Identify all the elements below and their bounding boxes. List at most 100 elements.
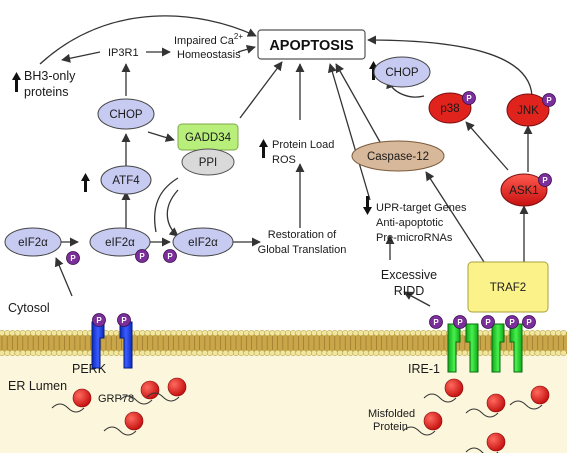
lipid-head [35,349,42,357]
lipid-head [357,329,364,337]
phospho-circle [505,315,519,329]
lipid-head [357,349,364,357]
lipid-head [378,329,385,337]
lipid-head [253,329,260,337]
lipid-head [4,349,11,357]
pre-micro-label: Pre-microRNAs [376,232,453,244]
lipid-head [560,349,567,357]
lipid-head [186,329,193,337]
lipid-head [227,349,234,357]
lipid-head [300,329,307,337]
lipid-head [144,349,151,357]
ire1-domain [491,323,505,373]
lipid-head [180,329,188,337]
lipid-head [399,329,406,337]
lipid-head [175,329,182,337]
eif2a-3-node [172,227,234,257]
lipid-head [316,349,323,357]
apoptosis-box [257,29,366,60]
lipid-head [186,349,193,357]
phospho-label: P [546,96,552,105]
lipid-head [550,329,557,337]
lipid-head [238,329,245,337]
protein-dot [444,378,464,398]
protein-dot [140,380,160,400]
lipid-head [534,329,541,337]
lipid-head [295,349,302,357]
lipid-head [336,329,344,337]
bh3-only-label-line2: proteins [24,85,68,99]
global-translation-label: Global Translation [258,244,347,256]
protein-label: Protein [373,421,408,433]
lipid-head [269,329,276,337]
phospho-badge: P [522,315,536,329]
lipid-head [420,329,427,337]
phospho-label: P [70,254,76,263]
lipid-head [539,329,546,337]
lipid-head [539,349,546,357]
lipid-head [212,329,219,337]
phospho-circle [542,93,556,107]
gadd34-text: GADD34 [185,132,232,144]
lipid-head [534,349,541,357]
protein-dot [124,411,144,431]
lipid-head [217,329,224,337]
down-arrow-upr-genes [363,196,372,215]
chop-left-node [97,98,155,130]
lipid-head [347,349,354,357]
protein-load-label: Protein Load [272,139,334,151]
protein-tail [509,400,543,410]
phospho-label: P [509,318,515,327]
lipid-head [0,329,6,337]
lipid-head [284,329,292,337]
misfolded-label: Misfolded [368,408,415,420]
lipid-head [383,349,390,357]
phospho-label: P [485,318,491,327]
lipid-head [404,349,411,357]
phospho-badge: P [542,93,556,107]
er-lumen-label: ER Lumen [8,379,67,393]
lipid-head [113,329,120,337]
lipid-head [461,349,468,357]
ip3r1-label: IP3R1 [108,47,139,59]
lipid-head [108,329,115,337]
protein-tail [103,426,137,436]
perk-label: PERK [72,362,107,376]
lipid-head [196,349,203,357]
lipid-head [331,329,338,337]
ire1-receptor [447,323,523,373]
ros-label: ROS [272,154,296,166]
ire1-label: IRE-1 [408,362,440,376]
lipid-head [388,349,396,357]
lipid-head [399,349,406,357]
eif2a-1-text: eIF2α [18,237,48,249]
phospho-circle [117,313,131,327]
lipid-head [149,349,156,357]
lipid-head [170,329,177,337]
lipid-head [206,349,214,357]
lipid-head [50,349,58,357]
lipid-head [222,349,229,357]
lipid-head [160,349,167,357]
lipid-head [61,329,68,337]
protein-dot [167,377,187,397]
lipid-head [232,349,240,357]
lipid-head [113,349,120,357]
lipid-head [264,349,271,357]
impaired-ca-label: Impaired Ca2+ [174,32,243,47]
phospho-circle [429,315,443,329]
ppi-node [181,148,235,176]
lipid-head [529,349,536,357]
lipid-head [243,349,250,357]
lipid-head [40,349,47,357]
lipid-head [336,349,344,357]
protein-tail [423,393,457,403]
lipid-head [550,349,557,357]
grp78-label: GRP78 [98,393,134,405]
lipid-head [378,349,385,357]
lipid-head [56,329,63,337]
lipid-head [305,329,312,337]
lipid-head [144,329,151,337]
lipid-head [154,349,162,357]
